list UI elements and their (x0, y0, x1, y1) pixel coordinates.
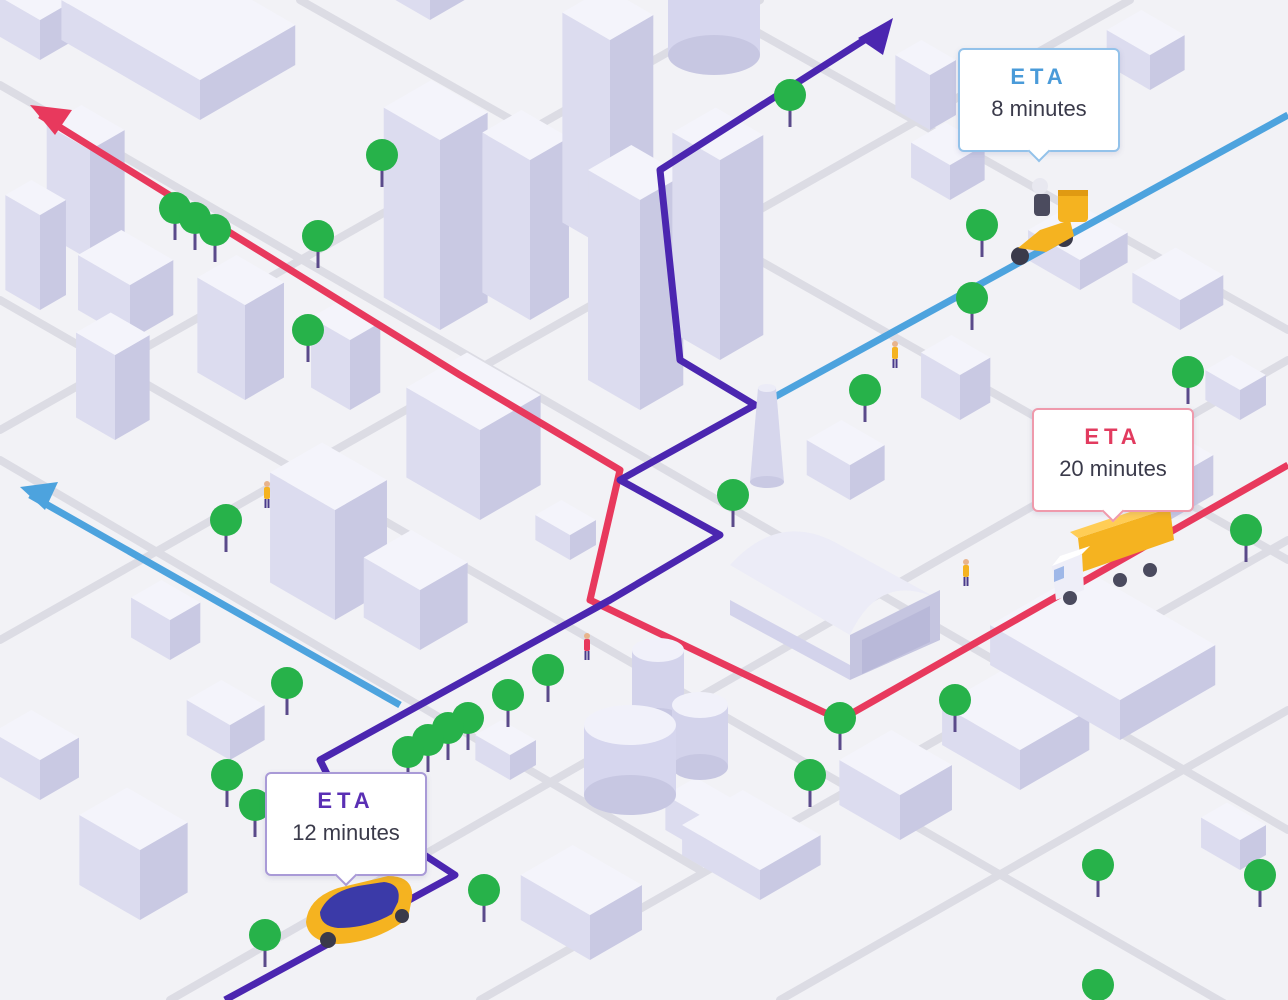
route-red (30, 105, 1288, 724)
pedestrian-icon (584, 633, 590, 660)
tree-icon (199, 214, 231, 262)
building (672, 107, 764, 360)
building (1205, 355, 1266, 420)
tree-icon (302, 220, 334, 268)
building (1201, 802, 1266, 870)
building (942, 665, 1090, 790)
tree-icon (210, 504, 242, 552)
building (482, 110, 569, 320)
buildings (0, 0, 1266, 960)
tree-icon (366, 139, 398, 187)
building (1106, 10, 1185, 90)
delivery-scooter-icon (1011, 178, 1088, 265)
eta-label: ETA (1010, 64, 1068, 89)
building (911, 122, 985, 200)
building (395, 0, 465, 20)
tree-icon (794, 759, 826, 807)
eta-time: 8 minutes (991, 96, 1087, 121)
pedestrian-icon (963, 559, 969, 586)
building (895, 40, 956, 130)
tree-icon (956, 282, 988, 330)
tree-icon (939, 684, 971, 732)
storage-tanks (584, 0, 760, 815)
building (682, 790, 821, 900)
route-red-arrowhead (30, 105, 72, 135)
building (186, 680, 265, 760)
eta-time: 12 minutes (292, 820, 400, 845)
tree-icon (849, 374, 881, 422)
tree-icon (211, 759, 243, 807)
building (311, 300, 381, 410)
building (921, 335, 991, 420)
route-blue-arrowhead (20, 482, 58, 510)
smokestack (750, 384, 784, 488)
pedestrians (264, 341, 969, 660)
building (475, 720, 536, 780)
eta-time: 20 minutes (1059, 456, 1167, 481)
building (839, 730, 952, 840)
pedestrian-icon (892, 341, 898, 368)
building (79, 787, 188, 920)
trees (159, 79, 1276, 1000)
tree-icon (824, 702, 856, 750)
eta-label: ETA (317, 788, 375, 813)
building (520, 845, 642, 960)
delivery-truck-icon (1052, 502, 1174, 605)
tree-icon (1082, 849, 1114, 897)
tree-icon (249, 919, 281, 967)
eta-callout-purple: ETA 12 minutes (265, 772, 427, 876)
pedestrian-icon (264, 481, 270, 508)
building (5, 180, 66, 310)
building (383, 80, 488, 330)
eta-callout-red: ETA 20 minutes (1032, 408, 1194, 512)
tree-icon (271, 667, 303, 715)
tree-icon (239, 789, 271, 837)
building (535, 500, 596, 560)
tree-icon (1244, 859, 1276, 907)
tree-icon (1082, 969, 1114, 1000)
tree-icon (1230, 514, 1262, 562)
tree-icon (717, 479, 749, 527)
route-purple-arrowhead (858, 18, 893, 55)
tree-icon (532, 654, 564, 702)
car-icon (306, 876, 413, 948)
hangar (730, 531, 940, 680)
building (0, 710, 79, 800)
building (1132, 247, 1224, 330)
tree-icon (492, 679, 524, 727)
building (61, 0, 296, 120)
tree-icon (292, 314, 324, 362)
eta-label: ETA (1084, 424, 1142, 449)
tree-icon (468, 874, 500, 922)
tree-icon (966, 209, 998, 257)
tree-icon (774, 79, 806, 127)
building (806, 420, 885, 500)
building (197, 255, 284, 400)
building (406, 352, 541, 520)
building (363, 530, 468, 650)
building (131, 580, 201, 660)
eta-callout-blue: ETA 8 minutes (958, 48, 1120, 152)
building (76, 312, 150, 440)
tree-icon (1172, 356, 1204, 404)
